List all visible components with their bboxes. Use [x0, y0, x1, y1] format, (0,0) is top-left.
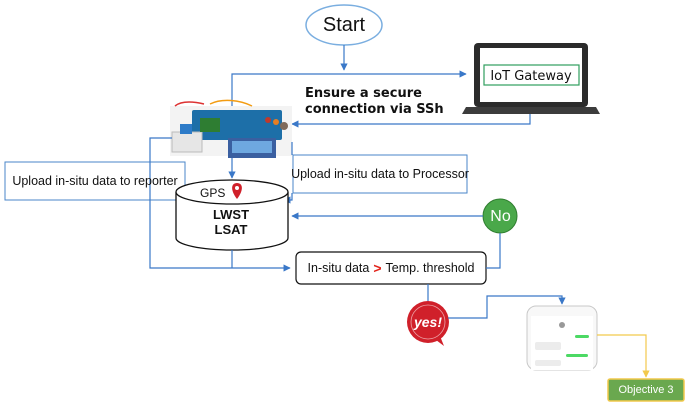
upload-reporter-label: Upload in-situ data to reporter: [12, 174, 178, 188]
location-pin-icon: [232, 183, 242, 199]
start-label: Start: [322, 13, 366, 36]
yes-label: yes!: [413, 314, 443, 330]
arrow-yes-to-phone: [448, 295, 566, 319]
database-labels: LWST LSAT: [196, 207, 266, 237]
no-label: No: [490, 207, 511, 225]
database-cylinder: [175, 179, 289, 251]
arrow-phone-to-objective: [597, 334, 650, 378]
smartphone-icon: [526, 305, 598, 371]
objective-box: [607, 378, 685, 402]
condition-operator: >: [373, 260, 382, 276]
upload-processor-label: Upload in-situ data to Processor: [291, 167, 469, 181]
yes-badge: [407, 301, 449, 346]
gps-label: GPS: [200, 186, 226, 200]
condition-left: In-situ data: [307, 261, 370, 275]
arrow-to-gateway: [231, 70, 467, 108]
arrow-gateway-to-board: [291, 114, 531, 128]
sensor-board-icon: [170, 99, 292, 158]
arrow-condition-to-no: [486, 233, 501, 269]
lsat-label: LSAT: [214, 222, 248, 237]
upload-processor-box: [292, 154, 468, 194]
gateway-label: IoT Gateway: [490, 68, 572, 84]
condition-right: Temp. threshold: [385, 261, 475, 275]
upload-reporter-box: [4, 161, 186, 201]
arrow-reporter-loop: [149, 137, 291, 272]
ssh-note: Ensure a secure connection via SSh: [305, 86, 444, 117]
laptop-icon: [462, 43, 600, 114]
lwst-label: LWST: [212, 207, 250, 222]
condition-label: In-situ data > Temp. threshold: [296, 252, 486, 284]
objective-label: Objective 3: [618, 384, 674, 396]
